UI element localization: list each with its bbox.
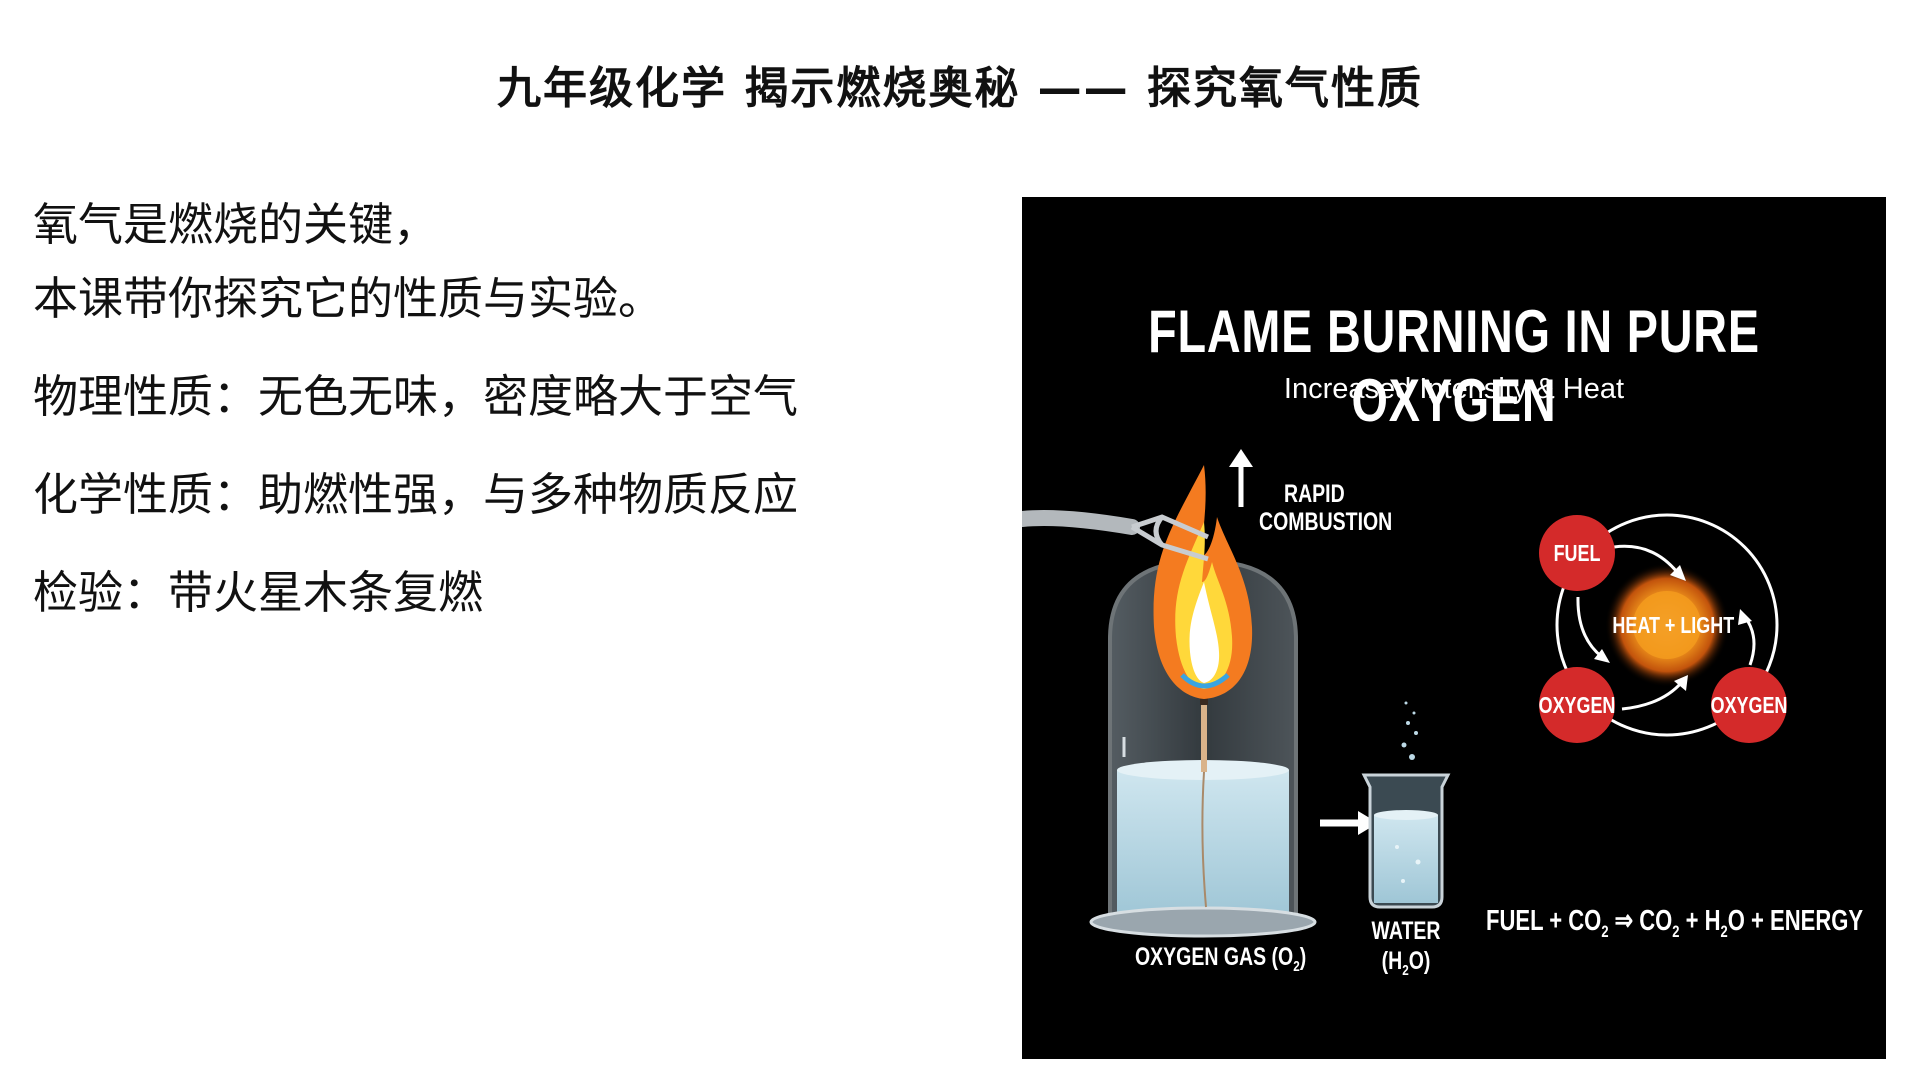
oxygen-node-left [1539, 667, 1615, 743]
fuel-label: FUEL [1553, 540, 1601, 566]
physical-properties: 物理性质：无色无味，密度略大于空气 [33, 370, 799, 423]
water-formula-label: (H2O) [1381, 947, 1431, 979]
oxygen-node-right [1711, 667, 1787, 743]
oxygen-left-label: OXYGEN [1538, 692, 1616, 718]
right-arrow-icon [1320, 811, 1378, 835]
intro-line-1: 氧气是燃烧的关键， [33, 198, 439, 251]
jar-label: OXYGEN GAS (O2) [1135, 943, 1307, 975]
up-arrow-icon [1229, 449, 1253, 507]
rapid-label: RAPID [1284, 480, 1345, 508]
combustion-cycle [1539, 513, 1787, 743]
illustration-graphics [1022, 449, 1787, 938]
heat-light-label: HEAT + LIGHT [1612, 612, 1735, 638]
oxygen-test: 检验：带火星木条复燃 [33, 566, 484, 619]
oxygen-right-label: OXYGEN [1710, 692, 1788, 718]
combustion-label: COMBUSTION [1259, 508, 1393, 536]
slide-text-block: 氧气是燃烧的关键， 本课带你探究它的性质与实验。 物理性质：无色无味，密度略大于… [33, 188, 993, 630]
illustration-title: FLAME BURNING IN PURE OXYGEN [1148, 298, 1760, 434]
water-beaker [1361, 701, 1451, 909]
intro-line-2: 本课带你探究它的性质与实验。 [33, 272, 664, 325]
flame [1153, 465, 1253, 699]
combustion-equation: FUEL + CO2 ⇒ CO2 + H2O + ENERGY [1486, 905, 1864, 941]
water-label: WATER [1371, 917, 1441, 945]
fuel-node [1539, 515, 1615, 591]
tongs [1022, 510, 1209, 562]
chemical-properties: 化学性质：助燃性强，与多种物质反应 [33, 468, 799, 521]
slide-title: 九年级化学 揭示燃烧奥秘 —— 探究氧气性质 [497, 63, 1423, 114]
illustration-subtitle: Increased Intensity & Heat [1283, 373, 1625, 405]
combustion-illustration: FLAME BURNING IN PURE OXYGEN Increased I… [1022, 197, 1886, 1059]
